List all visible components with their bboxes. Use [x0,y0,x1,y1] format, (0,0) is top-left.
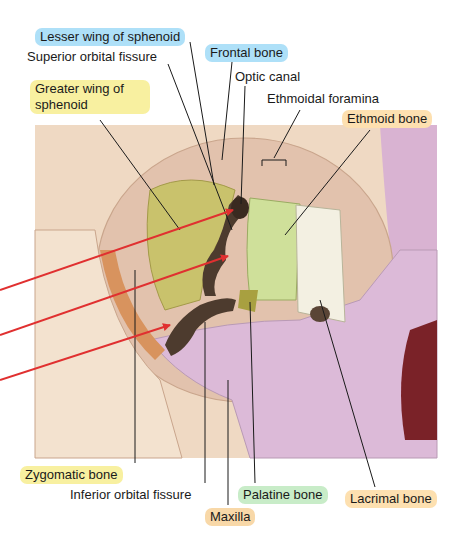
part-label: Lacrimal bone [345,490,437,508]
part-label: Superior orbital fissure [22,48,162,66]
part-label: Zygomatic bone [20,466,123,484]
part-label: Optic canal [230,68,305,86]
part-label: Greater wing of sphenoid [30,80,150,114]
part-label: Palatine bone [238,486,328,504]
part-label: Maxilla [205,508,255,526]
part-label: Lesser wing of sphenoid [35,28,185,46]
part-label: Ethmoid bone [342,110,432,128]
part-label: Ethmoidal foramina [262,90,384,108]
part-label: Frontal bone [205,44,288,62]
part-label: Inferior orbital fissure [65,486,196,504]
